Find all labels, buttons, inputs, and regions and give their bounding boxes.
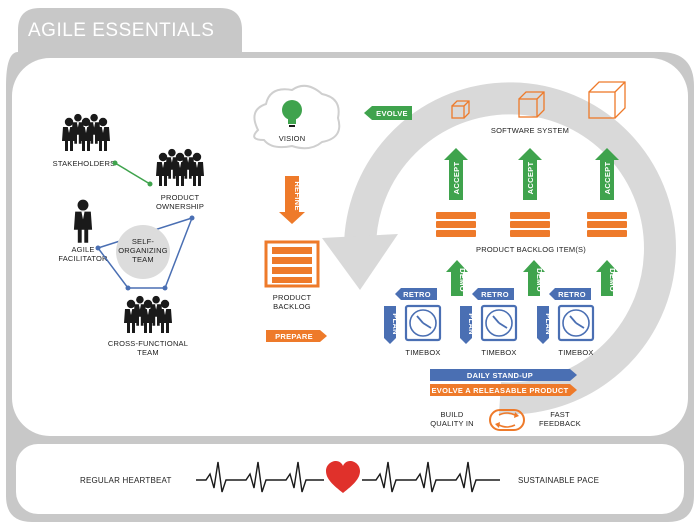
- build-quality-label-1: BUILD: [440, 410, 463, 419]
- plan-arrow-2: PLAN: [460, 306, 476, 344]
- feedback-loop-icon: [489, 409, 525, 431]
- plan-label-2: PLAN: [467, 313, 476, 335]
- build-quality-label-2: QUALITY IN: [430, 419, 474, 428]
- software-cube-large-icon: [588, 81, 626, 119]
- heart-icon: [326, 461, 360, 493]
- demo-arrow-2: DEMO: [523, 260, 545, 296]
- daily-standup-label: DAILY STAND-UP: [467, 371, 533, 380]
- product-backlog-icon: [264, 240, 320, 288]
- accept-label-2: ACCEPT: [526, 162, 535, 195]
- retro-arrow-1: RETRO: [395, 288, 437, 300]
- agile-facilitator-label-1: AGILE: [71, 245, 94, 254]
- cross-functional-team-label-1: CROSS-FUNCTIONAL: [108, 339, 188, 348]
- plan-label-1: PLAN: [391, 313, 400, 335]
- backlog-item-stack-2: [510, 212, 550, 237]
- fast-feedback-label-1: FAST: [550, 410, 570, 419]
- refine-label: REFINE: [293, 181, 302, 210]
- timebox-label-1: TIMEBOX: [405, 348, 440, 357]
- page-title: AGILE ESSENTIALS: [28, 20, 214, 41]
- plan-arrow-1: PLAN: [384, 306, 400, 344]
- evolve-releasable-label: EVOLVE A RELEASABLE PRODUCT: [432, 386, 569, 395]
- software-cube-small-icon: [451, 100, 470, 119]
- role-connectors: [95, 160, 195, 291]
- timebox-label-3: TIMEBOX: [558, 348, 593, 357]
- timebox-label-2: TIMEBOX: [481, 348, 516, 357]
- self-organizing-label-1: SELF-: [132, 237, 155, 246]
- backlog-item-stack-1: [436, 212, 476, 237]
- prepare-label: PREPARE: [275, 332, 313, 341]
- backlog-item-stack-3: [587, 212, 627, 237]
- plan-label-3: PLAN: [544, 313, 553, 335]
- heartbeat-line: [196, 461, 500, 493]
- vision-label: VISION: [279, 134, 306, 143]
- regular-heartbeat-label: REGULAR HEARTBEAT: [80, 476, 172, 485]
- retro-label-2: RETRO: [481, 290, 509, 299]
- iteration-cycle-arrow: [322, 82, 676, 415]
- evolve-releasable-product-bar: EVOLVE A RELEASABLE PRODUCT: [430, 384, 577, 396]
- retro-label-3: RETRO: [558, 290, 586, 299]
- evolve-label: EVOLVE: [376, 109, 408, 118]
- demo-arrow-1: DEMO: [446, 260, 468, 296]
- self-organizing-label-2: ORGANIZING: [118, 246, 168, 255]
- sustainable-pace-label: SUSTAINABLE PACE: [518, 476, 599, 485]
- plan-arrow-3: PLAN: [537, 306, 553, 344]
- software-system-label: SOFTWARE SYSTEM: [491, 126, 569, 135]
- retro-arrow-2: RETRO: [472, 288, 514, 300]
- accept-arrow-3: ACCEPT: [595, 148, 619, 200]
- accept-arrow-1: ACCEPT: [444, 148, 468, 200]
- accept-label-3: ACCEPT: [603, 162, 612, 195]
- daily-standup-bar: DAILY STAND-UP: [430, 369, 577, 381]
- lightbulb-icon: [282, 100, 302, 127]
- cross-functional-team-label-2: TEAM: [137, 348, 159, 357]
- accept-label-1: ACCEPT: [452, 162, 461, 195]
- agile-facilitator-label-2: FACILITATOR: [58, 254, 108, 263]
- evolve-arrow: EVOLVE: [364, 106, 412, 120]
- product-backlog-label-2: BACKLOG: [273, 302, 311, 311]
- product-backlog-label-1: PRODUCT: [273, 293, 312, 302]
- stakeholders-label: STAKEHOLDERS: [53, 159, 116, 168]
- timebox-clock-icon-2: [480, 304, 518, 342]
- retro-label-1: RETRO: [403, 290, 431, 299]
- timebox-clock-icon-1: [404, 304, 442, 342]
- refine-arrow: REFINE: [279, 176, 305, 224]
- product-backlog-items-label: PRODUCT BACKLOG ITEM(S): [476, 245, 586, 254]
- retro-arrow-3: RETRO: [549, 288, 591, 300]
- demo-label-2: DEMO: [535, 268, 544, 292]
- self-organizing-team-circle: SELF- ORGANIZING TEAM: [116, 225, 170, 279]
- product-ownership-label-1: PRODUCT: [161, 193, 200, 202]
- demo-label-1: DEMO: [458, 268, 467, 292]
- product-ownership-label-2: OWNERSHIP: [156, 202, 204, 211]
- software-cube-medium-icon: [518, 91, 545, 118]
- demo-arrow-3: DEMO: [596, 260, 618, 296]
- accept-arrow-2: ACCEPT: [518, 148, 542, 200]
- demo-label-3: DEMO: [608, 268, 617, 292]
- self-organizing-label-3: TEAM: [132, 255, 154, 264]
- fast-feedback-label-2: FEEDBACK: [539, 419, 581, 428]
- timebox-clock-icon-3: [557, 304, 595, 342]
- prepare-arrow: PREPARE: [266, 330, 327, 342]
